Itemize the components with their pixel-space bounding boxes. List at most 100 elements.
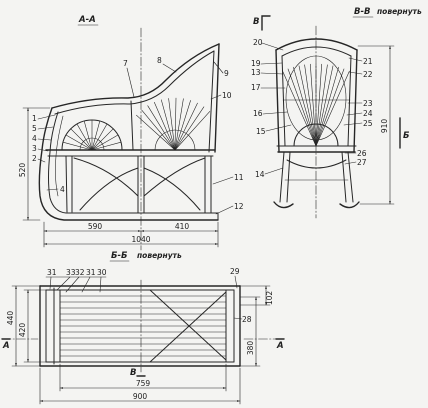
dim-width-440: 440 xyxy=(6,311,15,326)
dim-width-420: 420 xyxy=(18,323,27,338)
runner-outer-line xyxy=(38,107,219,221)
back-arch-outer xyxy=(275,38,358,51)
leader-29 xyxy=(234,275,238,289)
rear-brace-b xyxy=(143,167,201,211)
callout-31a: 31 xyxy=(47,268,57,277)
callout-12: 12 xyxy=(234,202,244,211)
fan-rib xyxy=(168,98,176,151)
callout-7: 7 xyxy=(123,59,128,68)
callout-5: 5 xyxy=(32,124,37,133)
callout-19: 19 xyxy=(251,59,261,68)
fan-rib xyxy=(315,66,339,147)
callout-22: 22 xyxy=(363,70,373,79)
fan-rib xyxy=(315,64,328,147)
plan-view-title: Б-Б xyxy=(111,251,128,261)
leader-10 xyxy=(210,94,222,100)
leader-24 xyxy=(346,112,363,116)
seat-divider-post xyxy=(130,100,134,151)
plan-diagonal-b xyxy=(149,291,227,363)
leader-15 xyxy=(265,124,292,132)
back-side-right-inner xyxy=(347,55,352,147)
callout-9: 9 xyxy=(224,69,229,78)
view-mark-v: В xyxy=(130,368,136,378)
fan-rib xyxy=(315,68,345,147)
fan-rib xyxy=(70,128,93,151)
section-mark-a-right: А xyxy=(276,341,284,351)
callout-3: 3 xyxy=(32,144,37,153)
dim-height-910: 910 xyxy=(380,119,389,134)
end-leg-right-b xyxy=(347,151,354,203)
fan-rib xyxy=(174,100,191,151)
leader-4 xyxy=(37,138,52,141)
front-brace-a xyxy=(73,157,139,197)
fan-rib xyxy=(174,102,198,151)
back-side-left-outer xyxy=(275,49,280,153)
fan-rib xyxy=(161,99,176,151)
back-side-right-outer xyxy=(353,49,358,153)
end-leg-left-b xyxy=(286,151,291,203)
leader-12 xyxy=(215,205,234,215)
fan-rib xyxy=(91,120,101,151)
callout-24: 24 xyxy=(363,109,373,118)
backrest-rear-post-inner xyxy=(208,50,215,153)
front-fan-weave xyxy=(61,119,123,151)
fan-rib xyxy=(315,63,323,147)
leader-20 xyxy=(261,42,284,51)
fan-rib xyxy=(315,65,334,147)
leader-8 xyxy=(162,63,177,73)
backrest-rear-post-outer xyxy=(214,43,220,153)
end-leg-right-a xyxy=(341,151,347,203)
callout-27: 27 xyxy=(357,158,367,167)
leader-21 xyxy=(348,57,363,62)
callout-28: 28 xyxy=(242,315,252,324)
end-view-section-v-v: В-В повернуть В 20 19 13 17 xyxy=(251,7,422,219)
plan-view-section-b-b: Б-Б повернуть А А 31 33 32 31 xyxy=(1,251,285,405)
dim-length-900: 900 xyxy=(133,392,148,401)
backrest-top-rim xyxy=(51,43,220,109)
callout-8: 8 xyxy=(157,56,162,65)
fan-rib xyxy=(136,114,176,151)
plan-view-rotated-note: повернуть xyxy=(137,251,182,260)
leader-31a xyxy=(49,276,52,290)
leader-13 xyxy=(260,72,284,75)
callout-1: 1 xyxy=(32,114,37,123)
dim-width-380: 380 xyxy=(246,341,255,356)
fan-rib xyxy=(309,63,317,147)
dim-height-520: 520 xyxy=(18,163,27,178)
leader-11 xyxy=(212,176,234,185)
callout-15: 15 xyxy=(256,127,266,136)
callout-4: 4 xyxy=(32,134,37,143)
callout-21: 21 xyxy=(363,57,373,66)
fan-rib xyxy=(287,68,317,147)
leader-2 xyxy=(37,158,46,163)
side-view-section-a-a: А-А xyxy=(18,15,244,251)
fan-rib xyxy=(141,109,176,151)
side-view-title: А-А xyxy=(78,15,96,25)
fan-rib xyxy=(174,97,177,151)
fan-rib xyxy=(304,64,317,147)
callout-25: 25 xyxy=(363,119,373,128)
callout-32: 32 xyxy=(75,268,85,277)
dim-front-590: 590 xyxy=(88,222,103,231)
leader-14 xyxy=(264,167,284,175)
callout-17: 17 xyxy=(251,83,261,92)
callout-29: 29 xyxy=(230,267,240,276)
callout-14: 14 xyxy=(255,170,265,179)
fan-rib xyxy=(83,120,93,151)
callout-33: 33 xyxy=(66,268,76,277)
dim-offset-102: 102 xyxy=(265,291,274,306)
backrest-inner-rim xyxy=(54,50,215,115)
fan-rib xyxy=(91,128,114,151)
fan-rib xyxy=(76,123,93,151)
leader-33 xyxy=(56,276,71,291)
callout-16: 16 xyxy=(253,109,263,118)
section-mark-b: Б xyxy=(403,131,410,141)
leader-9 xyxy=(213,61,224,74)
callout-31b: 31 xyxy=(86,268,96,277)
back-arch-inner xyxy=(281,46,352,57)
fan-rib xyxy=(282,70,317,147)
leader-7 xyxy=(126,67,135,98)
front-brace-b xyxy=(79,167,139,211)
fan-rib xyxy=(174,106,205,151)
callout-4-runner: 4 xyxy=(60,185,65,194)
